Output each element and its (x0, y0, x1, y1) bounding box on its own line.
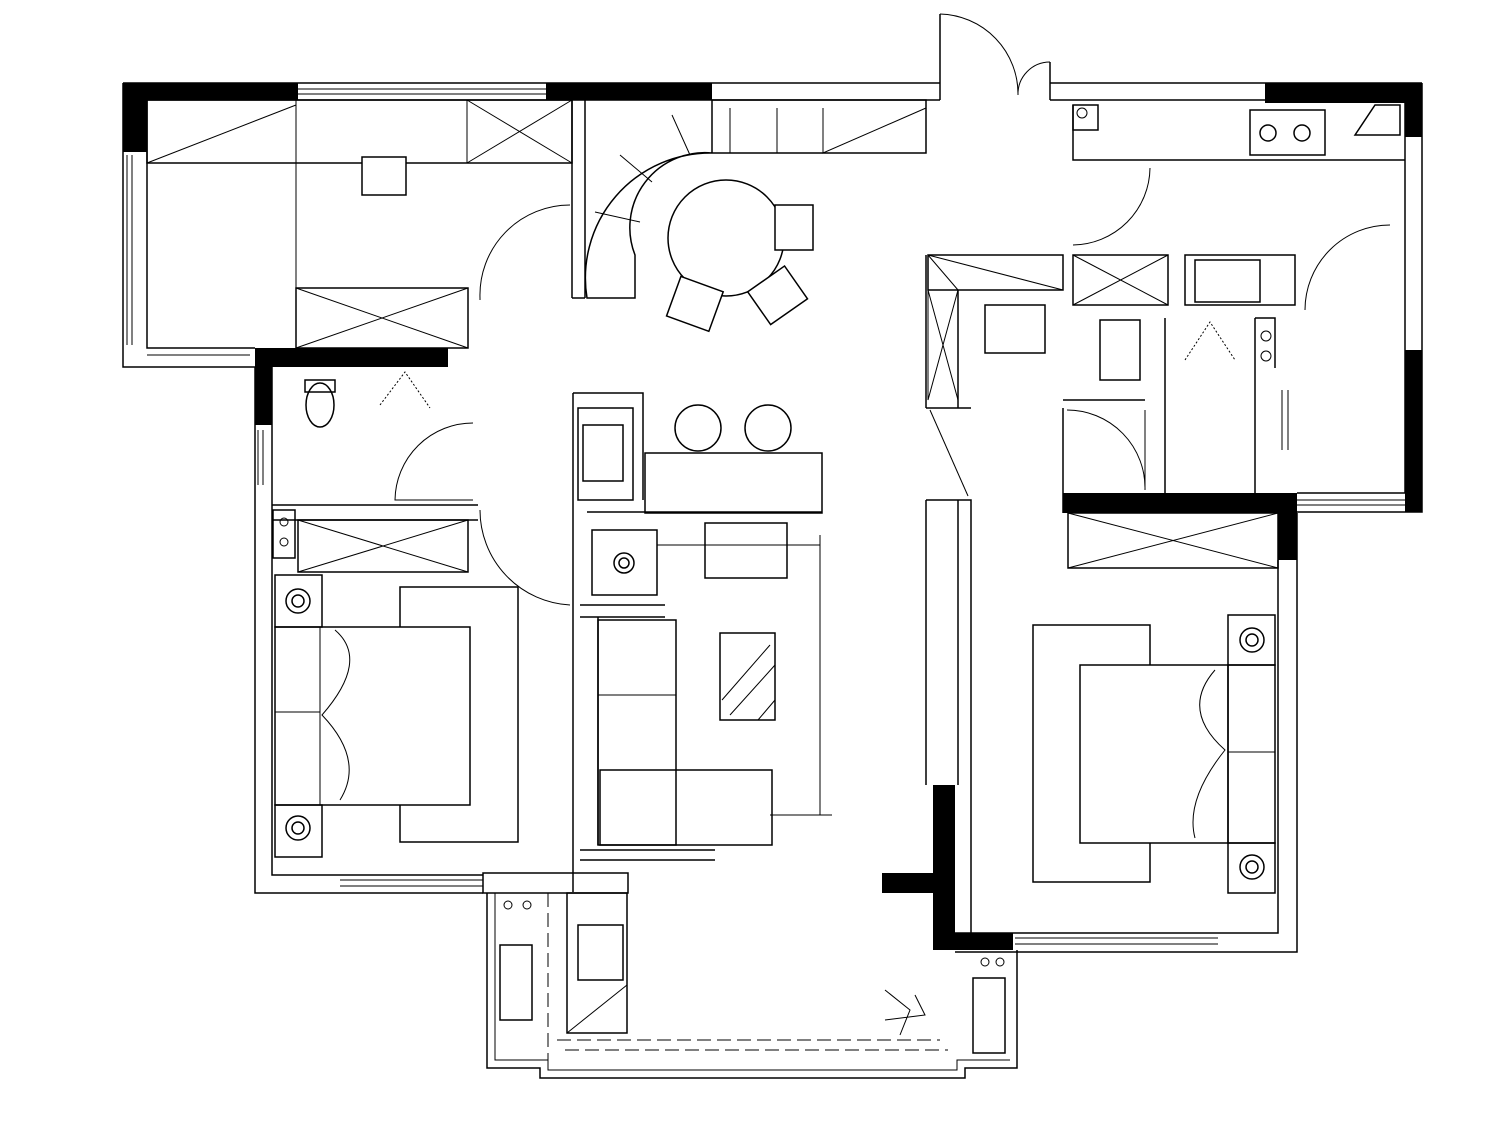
kitchen (1072, 104, 1401, 306)
wall-solid (255, 348, 272, 425)
kitchen-bar (577, 404, 823, 514)
bed (274, 626, 471, 806)
balconies (486, 892, 1018, 1079)
right-bedroom (1032, 614, 1276, 894)
wall-solid (1405, 83, 1422, 137)
right-bathroom (984, 304, 1276, 493)
interior-walls (272, 100, 1405, 933)
wall-solid (1265, 83, 1422, 103)
left-bathroom (304, 371, 431, 428)
wall-solid (123, 83, 298, 100)
wall-solid (123, 83, 147, 152)
chair (361, 156, 407, 196)
wall-solid (933, 785, 955, 950)
wall-solid (255, 348, 448, 367)
left-bedroom (272, 509, 519, 858)
toilet (305, 382, 335, 428)
wall-solid (1405, 350, 1422, 512)
living-room (580, 522, 832, 861)
windows (126, 88, 1405, 945)
doors (394, 13, 1391, 606)
wall-solid (546, 83, 712, 100)
bed (1079, 664, 1229, 844)
coffee-table (719, 632, 776, 721)
exterior-walls (122, 14, 1423, 953)
wall-solid (1278, 513, 1297, 560)
wardrobes (146, 99, 1279, 573)
bar-stool (674, 404, 722, 452)
chair (746, 264, 809, 326)
wall-solid (1063, 493, 1297, 513)
wall-solid (882, 873, 933, 893)
sofa (597, 619, 677, 846)
bar-stool (744, 404, 792, 452)
chair (774, 204, 814, 251)
dining-area (361, 99, 927, 333)
chair (665, 275, 725, 333)
wall-solid (933, 933, 1013, 950)
plant-icon (884, 989, 926, 1036)
